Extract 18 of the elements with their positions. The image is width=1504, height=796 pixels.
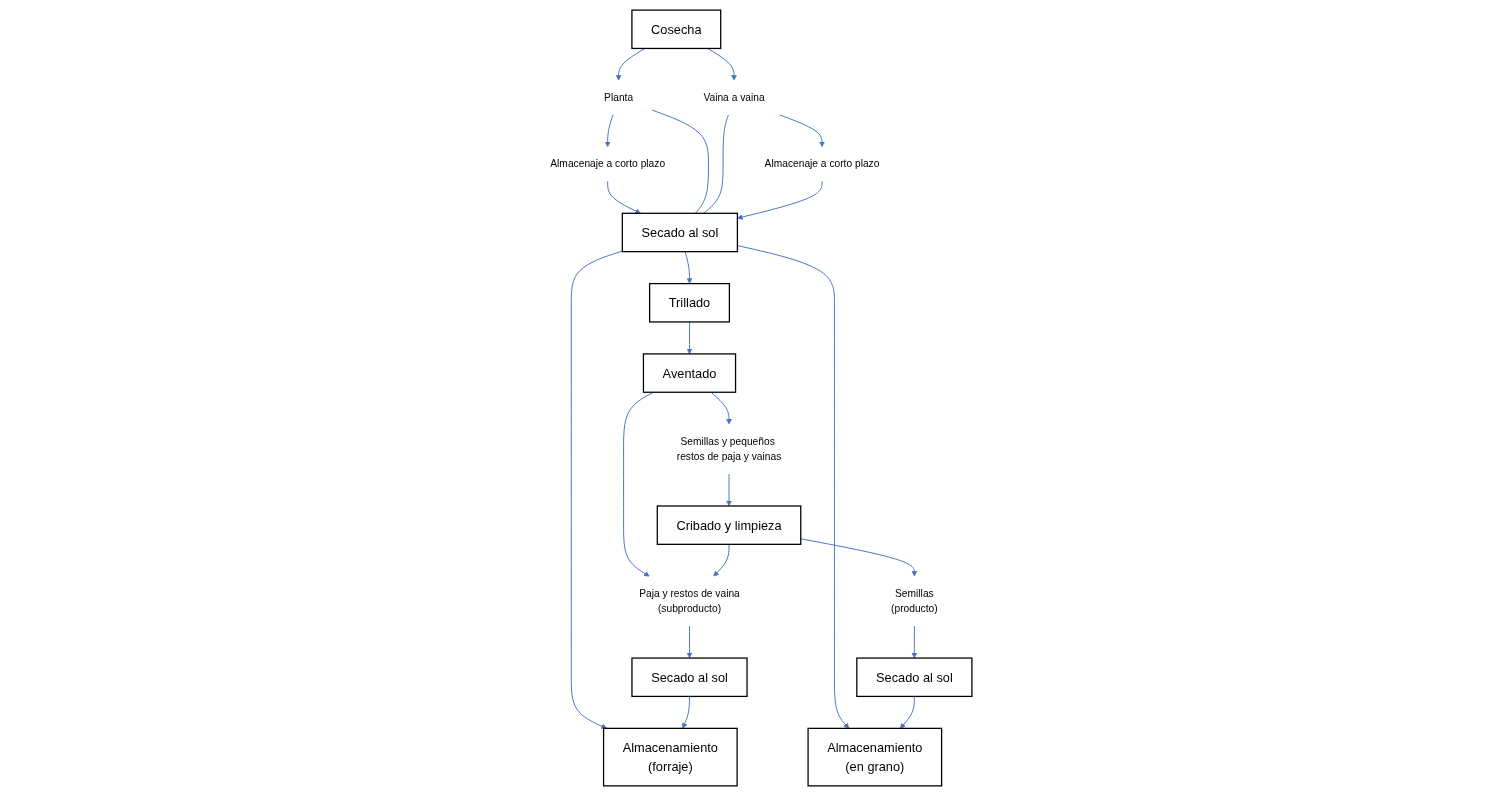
connector <box>652 109 710 214</box>
node-box: Cribado y limpieza <box>657 505 802 545</box>
node-text: Almacenaje a corto plazo <box>550 158 666 170</box>
node-text: Semillas (producto) <box>891 587 939 614</box>
connector <box>703 114 730 214</box>
node-text: Paja y restos de vaina (subproducto) <box>639 587 741 614</box>
node-text: Planta <box>604 91 634 103</box>
node-box: Almacenamiento (en grano) <box>807 727 943 787</box>
node-text: Almacenaje a corto plazo <box>765 158 880 170</box>
node-box: Secado al sol <box>622 212 739 253</box>
node-text: Semillas y pequeños restos de paja y vainas <box>677 435 782 462</box>
node-box: Secado al sol <box>631 657 749 698</box>
node-box: Almacenamiento (forraje) <box>603 727 739 787</box>
node-box: Cosecha <box>631 9 722 50</box>
node-box: Secado al sol <box>856 657 974 698</box>
node-text: Vaina a vaina <box>703 91 766 103</box>
node-box: Aventado <box>643 353 737 393</box>
node-box: Trillado <box>649 282 731 323</box>
